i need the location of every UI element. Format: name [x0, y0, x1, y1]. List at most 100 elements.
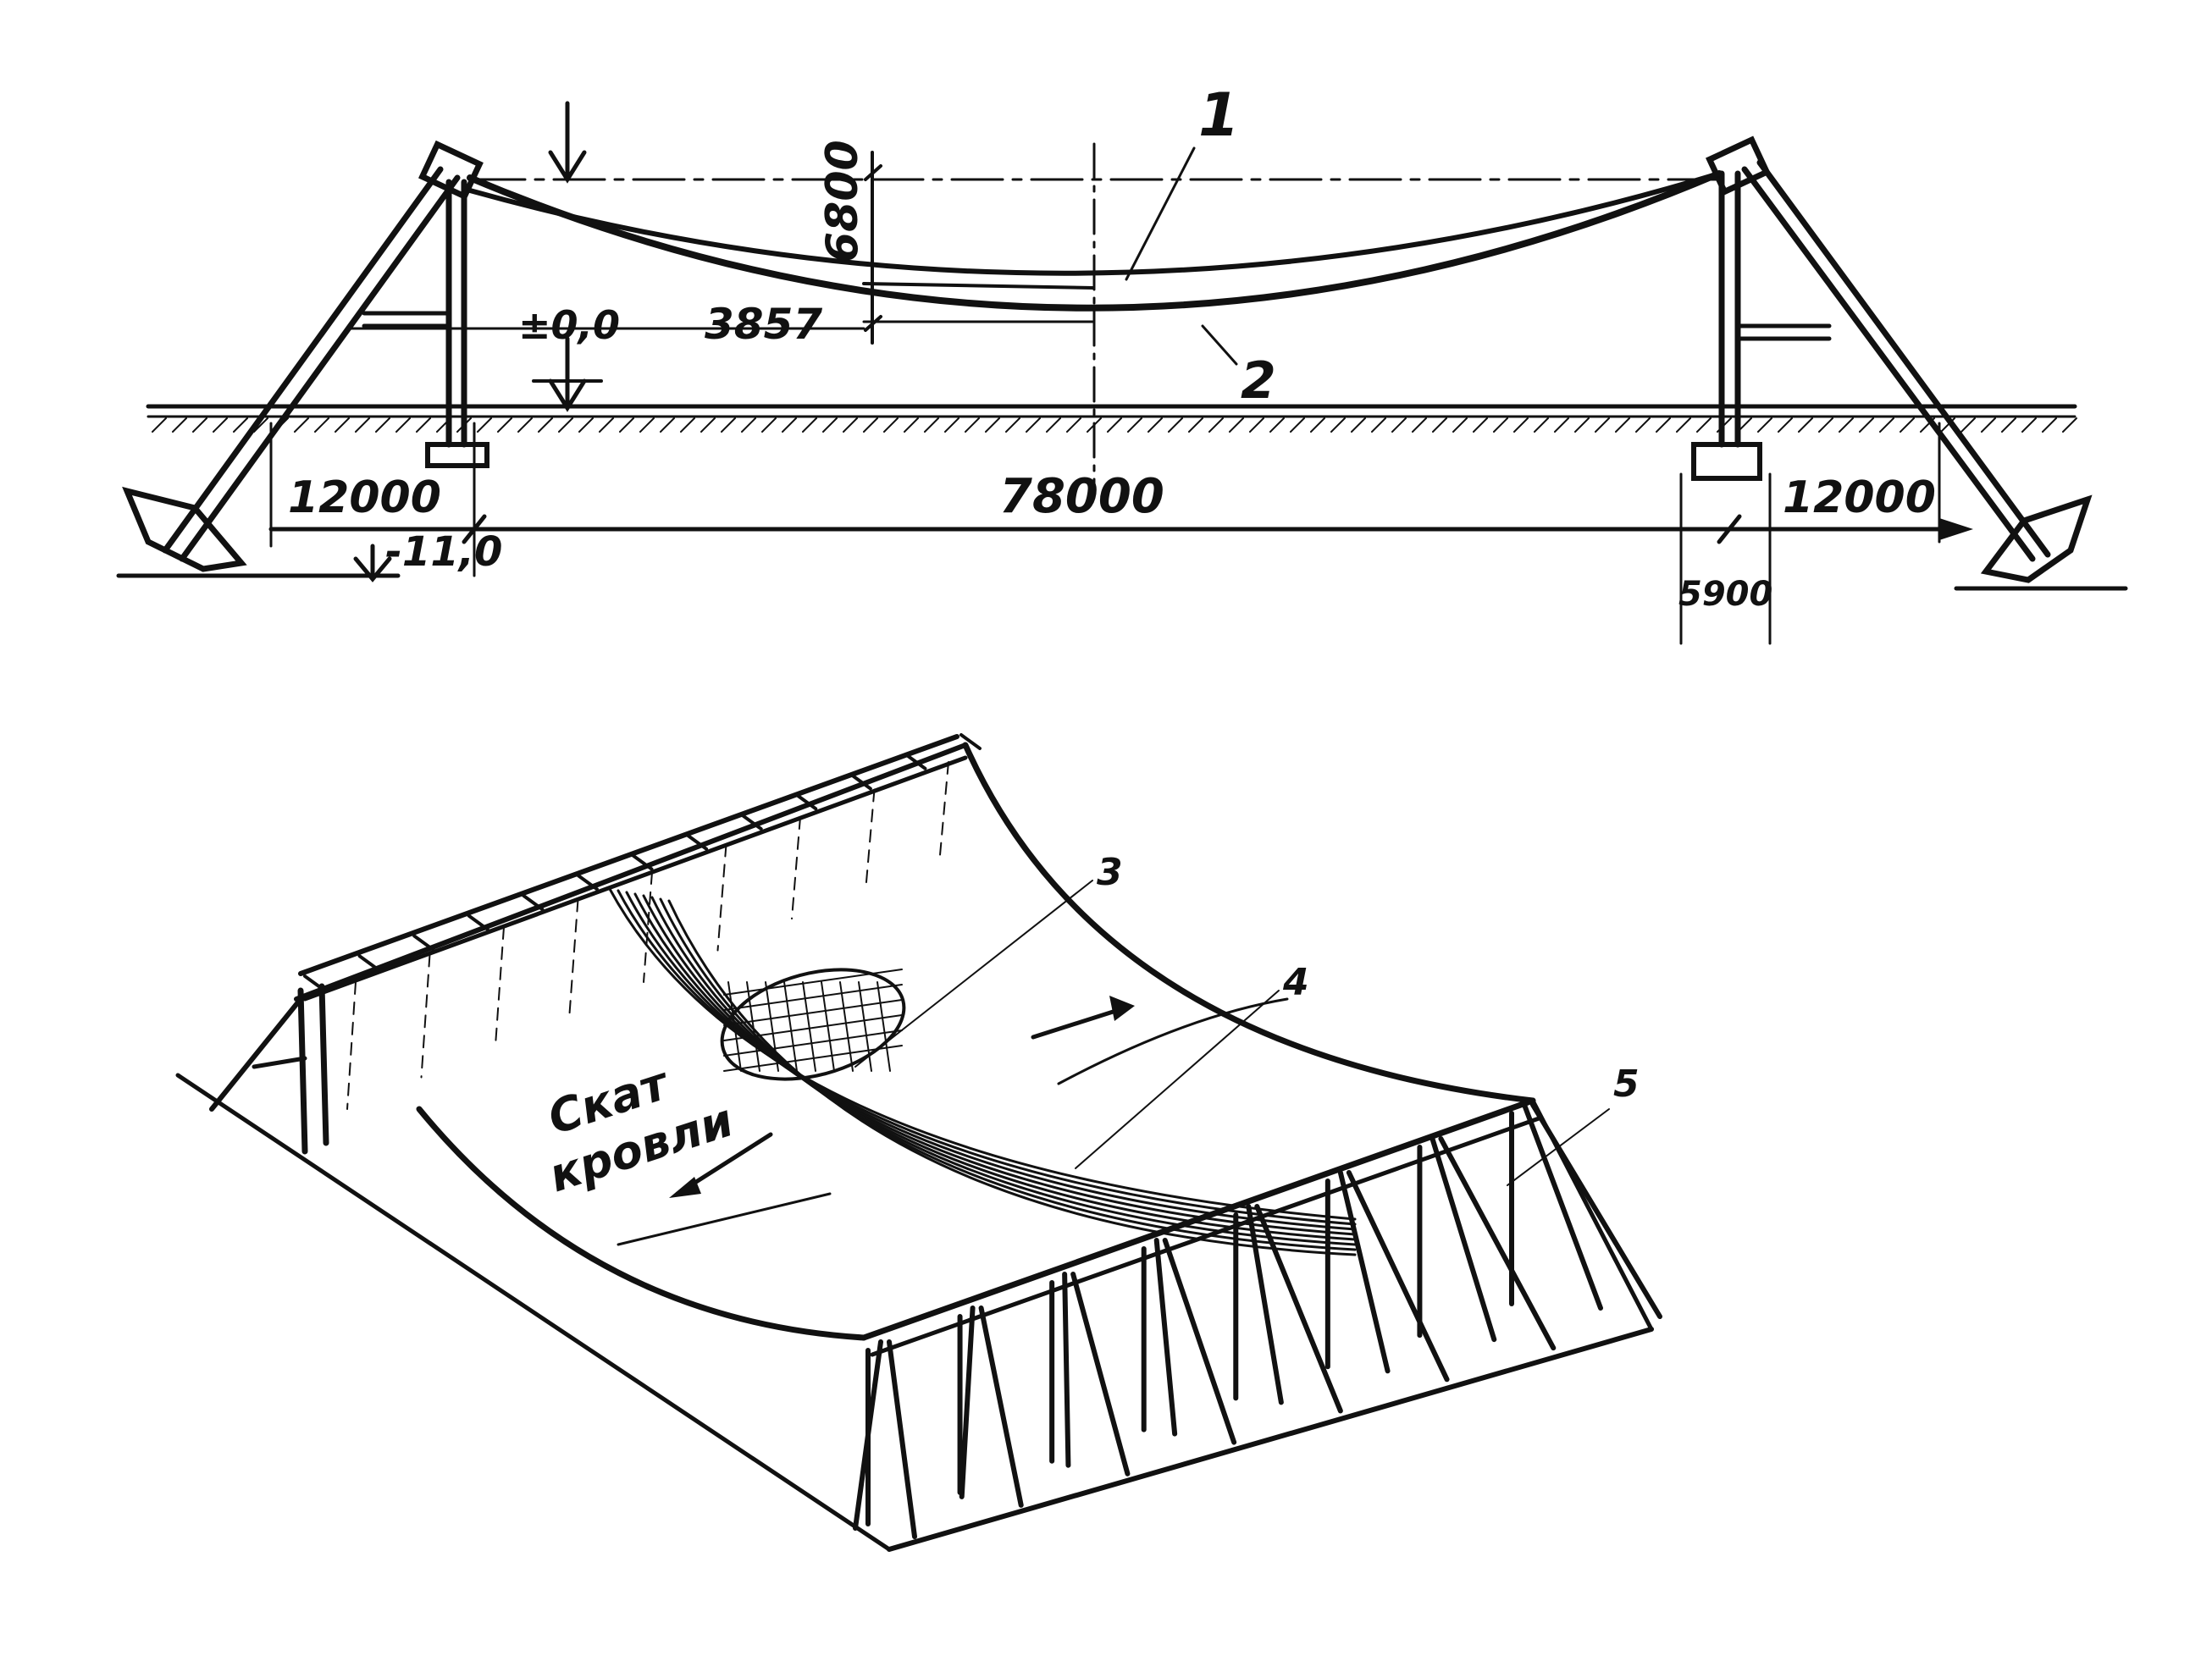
line-stroke [765, 981, 779, 1072]
line-stroke [944, 417, 959, 433]
line-stroke [1438, 1136, 1557, 1351]
line-stroke [1337, 1170, 1391, 1374]
line-stroke [1859, 417, 1874, 433]
line-stroke [517, 417, 533, 433]
cable-strand [608, 887, 1357, 1221]
line-stroke [1960, 417, 1976, 433]
line-stroke [619, 417, 634, 433]
line-stroke [1070, 1272, 1131, 1477]
line-stroke [1351, 417, 1366, 433]
perspective-labels: 3 4 5 Скат кровли [542, 851, 1640, 1202]
line-stroke [783, 981, 798, 1072]
cable-strand [650, 896, 1357, 1246]
line-stroke [904, 753, 927, 770]
line-stroke [1153, 1238, 1178, 1437]
line-stroke [1162, 1238, 1237, 1445]
line-stroke [172, 417, 187, 433]
line-stroke [1208, 417, 1224, 433]
line-stroke [1595, 417, 1610, 433]
sag-dimension-line [864, 151, 882, 345]
line-stroke [495, 926, 505, 1046]
line-stroke [467, 914, 489, 931]
line-stroke [1346, 1170, 1450, 1383]
ground-line [146, 404, 2077, 433]
line-stroke [1188, 417, 1203, 433]
line-stroke [822, 417, 838, 433]
line-stroke [723, 999, 903, 1026]
line-stroke [1493, 417, 1508, 433]
far-ridge-beam [298, 733, 982, 1002]
line-stroke [782, 417, 797, 433]
cable-strand [667, 899, 1357, 1256]
line-stroke [761, 417, 777, 433]
line-stroke [1168, 417, 1183, 433]
line-stroke [1371, 417, 1386, 433]
line-stroke [1656, 417, 1671, 433]
line-stroke [843, 417, 858, 433]
callout-2-leader [1201, 324, 1238, 366]
far-support-frame [209, 761, 949, 1155]
line-stroke [477, 417, 492, 433]
line-stroke [1798, 417, 1813, 433]
line-stroke [314, 417, 329, 433]
line-stroke [1269, 417, 1285, 433]
callout-1-label: 1 [1198, 80, 1240, 150]
line-stroke [939, 761, 949, 856]
line-stroke [1147, 417, 1163, 433]
right-support-tower [1679, 135, 2051, 645]
line-stroke [1026, 417, 1041, 433]
line-stroke [863, 417, 878, 433]
line-stroke [924, 417, 939, 433]
line-stroke [395, 417, 411, 433]
line-stroke [2062, 417, 2077, 433]
line-stroke [152, 417, 167, 433]
line-stroke [904, 417, 919, 433]
right-anchor-distance: 12000 [1783, 472, 1936, 523]
perspective-view [175, 733, 1662, 1552]
line-stroke [1574, 417, 1590, 433]
left-anchor [116, 486, 401, 578]
line-stroke [576, 874, 599, 891]
callout-3-label: 3 [1097, 851, 1123, 894]
line-stroke [795, 793, 818, 811]
line-stroke [1554, 417, 1569, 433]
line-stroke [1635, 417, 1651, 433]
near-trestle [853, 1097, 1662, 1552]
line-stroke [213, 417, 228, 433]
line-stroke [1249, 417, 1264, 433]
line-stroke [1676, 417, 1691, 433]
line-stroke [1696, 417, 1712, 433]
line-stroke [639, 417, 655, 433]
line-stroke [1757, 417, 1772, 433]
line-stroke [727, 981, 742, 1072]
line-stroke [802, 981, 816, 1072]
line-stroke [959, 1305, 976, 1499]
line-stroke [883, 417, 899, 433]
line-stroke [1046, 417, 1061, 433]
span-dimension-lines [268, 422, 1973, 577]
line-stroke [346, 981, 357, 1110]
line-stroke [233, 417, 248, 433]
line-stroke [839, 981, 854, 1072]
line-stroke [1452, 417, 1468, 433]
line-stroke [740, 814, 763, 831]
line-stroke [721, 417, 736, 433]
line-stroke [355, 417, 370, 433]
woven-mesh-patch [720, 968, 906, 1081]
line-stroke [700, 417, 716, 433]
line-stroke [357, 954, 380, 972]
line-stroke [1522, 1102, 1603, 1311]
line-stroke [1412, 417, 1427, 433]
line-stroke [791, 816, 801, 919]
line-stroke [1473, 417, 1488, 433]
roof-membrane [175, 742, 1536, 1552]
line-stroke [723, 984, 903, 1011]
line-stroke [1107, 417, 1122, 433]
section-labels: 1 2 6800 3857 ±0,0 -11,0 12000 78000 120… [288, 80, 1936, 614]
line-stroke [849, 773, 872, 791]
line-stroke [959, 733, 982, 750]
line-stroke [375, 417, 390, 433]
line-stroke [253, 417, 268, 433]
line-stroke [522, 894, 545, 911]
line-stroke [680, 417, 695, 433]
